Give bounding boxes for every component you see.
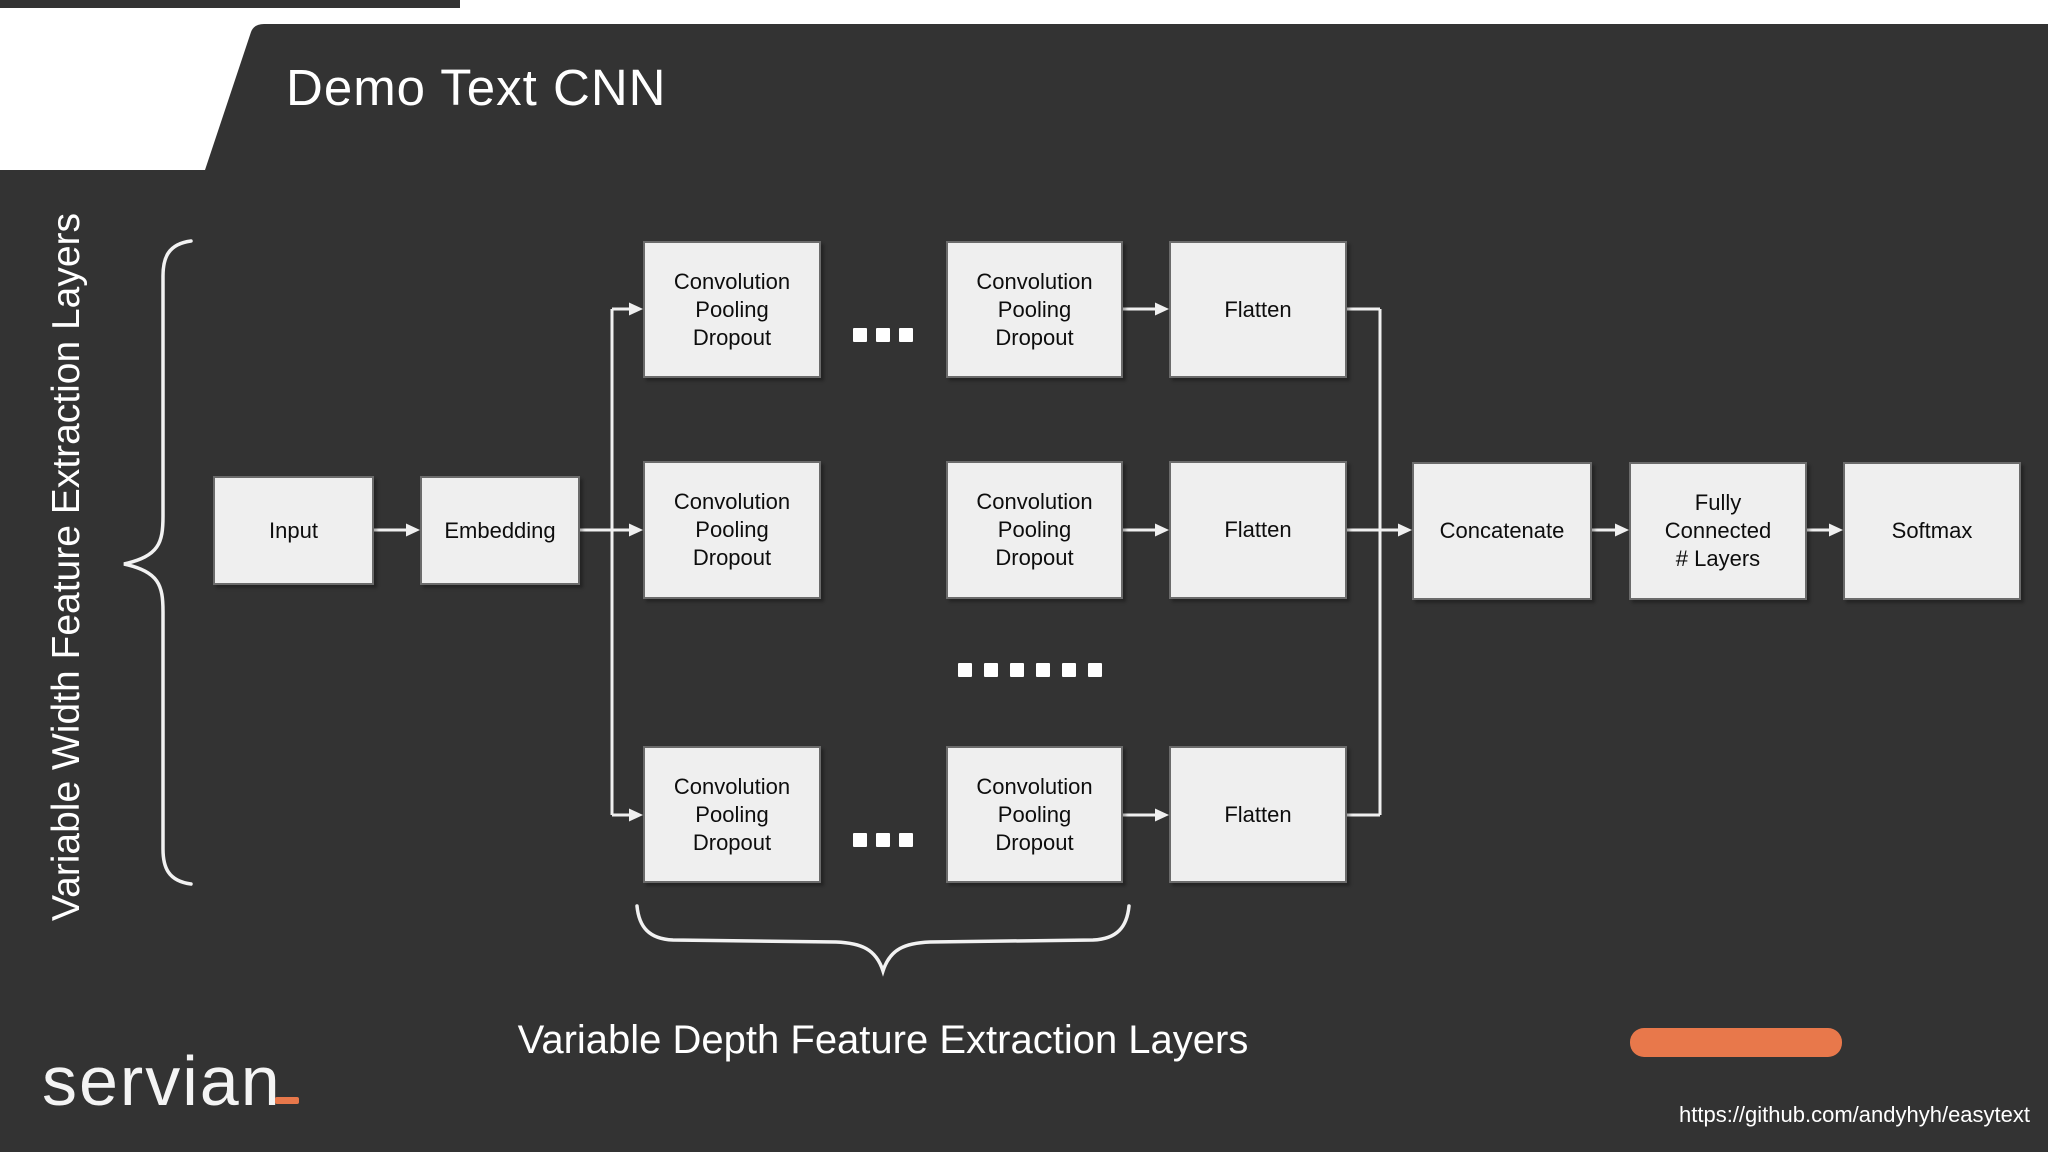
connector-lines xyxy=(374,307,1830,817)
top-left-strip xyxy=(0,0,460,8)
header-tab-shape xyxy=(205,24,2048,172)
left-brace xyxy=(123,239,193,886)
node-flatten-row1: Flatten xyxy=(1169,241,1347,378)
node-embedding: Embedding xyxy=(420,476,580,585)
node-flatten-row2: Flatten xyxy=(1169,461,1347,599)
node-conv-row3-col2: Convolution Pooling Dropout xyxy=(946,746,1123,883)
node-conv-row3-col1: Convolution Pooling Dropout xyxy=(643,746,821,883)
source-url: https://github.com/andyhyh/easytext xyxy=(1679,1102,2030,1127)
left-axis-label: Variable Width Feature Extraction Layers xyxy=(45,212,88,922)
node-concatenate: Concatenate xyxy=(1412,462,1592,600)
slide-title: Demo Text CNN xyxy=(286,59,667,116)
bottom-axis-label: Variable Depth Feature Extraction Layers xyxy=(517,1018,1249,1062)
arrow-heads xyxy=(406,302,1843,822)
node-softmax: Softmax xyxy=(1843,462,2021,600)
servian-logo-underscore xyxy=(275,1097,299,1104)
node-flatten-row3: Flatten xyxy=(1169,746,1347,883)
node-conv-row1-col2: Convolution Pooling Dropout xyxy=(946,241,1123,378)
node-conv-row2-col1: Convolution Pooling Dropout xyxy=(643,461,821,599)
node-conv-row1-col1: Convolution Pooling Dropout xyxy=(643,241,821,378)
accent-bar xyxy=(1630,1028,1842,1057)
node-input: Input xyxy=(213,476,374,585)
node-fully-connected: Fully Connected # Layers xyxy=(1629,462,1807,600)
node-conv-row2-col2: Convolution Pooling Dropout xyxy=(946,461,1123,599)
bottom-brace xyxy=(635,904,1131,977)
servian-logo: servian xyxy=(42,1042,282,1120)
